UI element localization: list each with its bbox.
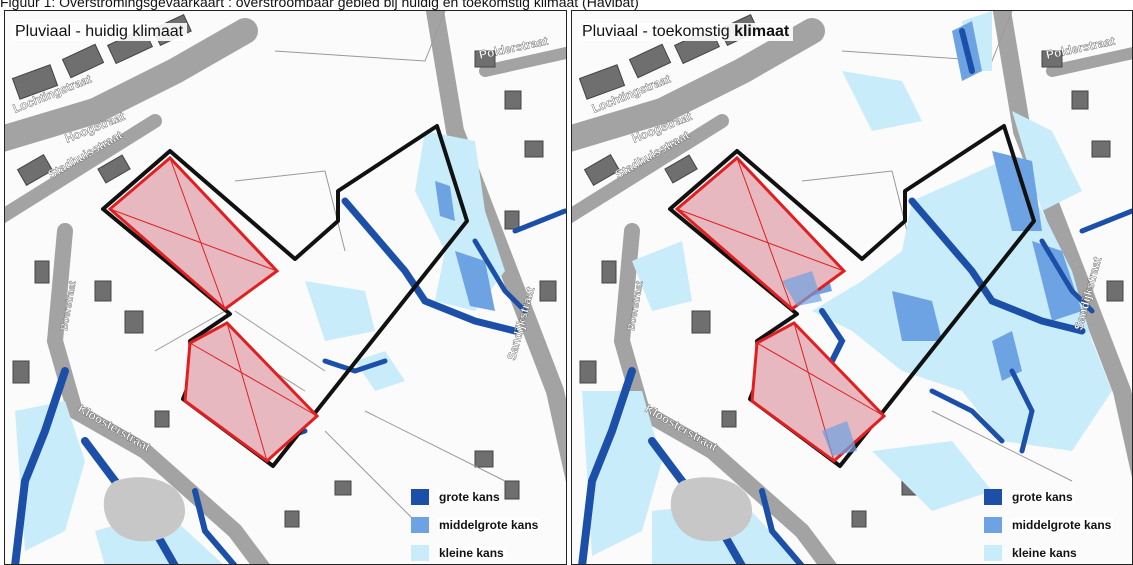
legend-label-large: grote kans [1010,490,1075,504]
map-panel-future-climate: Lochtingstraat Hoogstraat Stadhuisstraat… [571,10,1133,565]
street-network [572,11,1132,564]
map-legend: grote kans middelgrote kans kleine kans [984,489,1129,563]
map-legend: grote kans middelgrote kans kleine kans [411,489,561,563]
panel-title-future: Pluviaal - toekomstig klimaat [578,23,794,41]
site-parcels [674,155,887,463]
pond [103,477,185,542]
flood-map-future: Lochtingstraat Hoogstraat Stadhuisstraat… [572,11,1132,564]
street-network [5,11,566,564]
legend-swatch-small [984,545,1002,561]
flood-zone-large-chance [578,28,1132,564]
legend-swatch-medium [984,517,1002,533]
flood-zone-small-chance [582,11,1112,564]
panel-title-text: Pluviaal - huidig klimaat [15,23,184,40]
flood-map-current: Lochtingstraat Hoogstraat Stadhuisstraat… [5,11,566,564]
map-panel-current-climate: Lochtingstraat Hoogstraat Stadhuisstraat… [4,10,567,565]
legend-swatch-large [411,489,429,505]
site-contour [668,124,1036,468]
panel-title-text: Pluviaal - toekomstig [582,23,735,40]
panel-title-current: Pluviaal - huidig klimaat [11,23,188,41]
site-contour [101,124,469,468]
pond [670,477,752,542]
legend-label-small: kleine kans [1010,546,1079,560]
site-parcels [107,155,320,463]
legend-label-medium: middelgrote kans [437,518,541,532]
panel-title-bold: klimaat [734,23,790,40]
legend-swatch-large [984,489,1002,505]
legend-swatch-medium [411,517,429,533]
legend-label-small: kleine kans [437,546,506,560]
legend-label-large: grote kans [437,490,502,504]
legend-swatch-small [411,545,429,561]
flood-zone-medium-chance [435,181,495,311]
legend-label-medium: middelgrote kans [1010,518,1114,532]
figure-caption: Figuur 1: Overstromingsgevaarkaart : ove… [0,0,639,10]
